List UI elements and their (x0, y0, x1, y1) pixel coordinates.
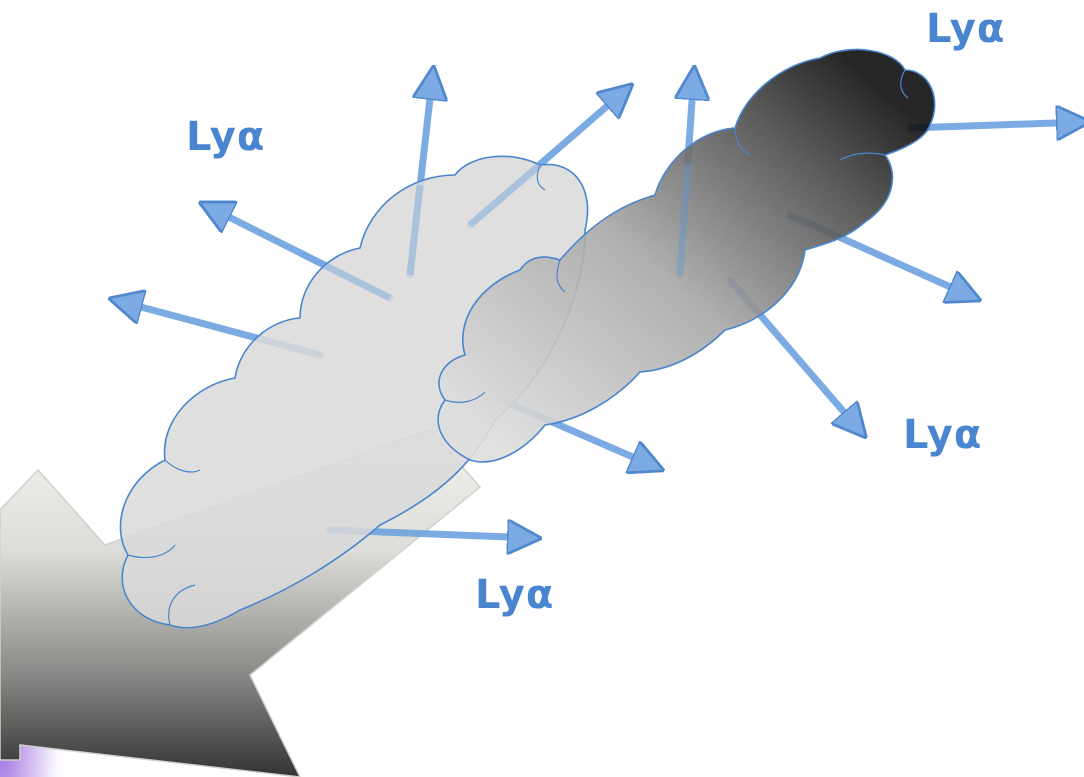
lya-label-mid-right: Lyα (903, 412, 982, 458)
lya-label-top-right: Lyα (926, 6, 1005, 52)
lya-label-bottom: Lyα (475, 572, 554, 618)
arrow-icon (910, 122, 1084, 128)
lya-label-upper-left: Lyα (186, 114, 265, 160)
